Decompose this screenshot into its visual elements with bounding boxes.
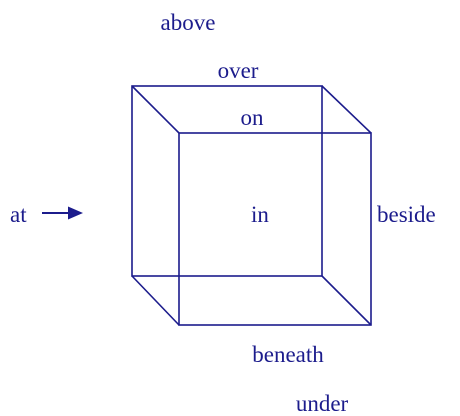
cube-back-face <box>131 85 323 277</box>
label-above: above <box>161 10 216 35</box>
cube <box>131 85 372 326</box>
label-beneath: beneath <box>252 342 324 367</box>
cube-edge-bottom-left <box>131 275 180 326</box>
cube-edge-top-left <box>131 85 180 134</box>
cube-edge-bottom-right <box>321 275 372 326</box>
label-on: on <box>241 105 265 130</box>
label-beside: beside <box>377 202 436 227</box>
cube-front-face <box>178 132 372 326</box>
label-under: under <box>296 391 349 416</box>
label-at: at <box>10 202 27 227</box>
cube-edge-top-right <box>321 85 372 134</box>
right-arrow-icon <box>42 206 83 220</box>
label-in: in <box>251 202 269 227</box>
label-over: over <box>218 58 259 83</box>
